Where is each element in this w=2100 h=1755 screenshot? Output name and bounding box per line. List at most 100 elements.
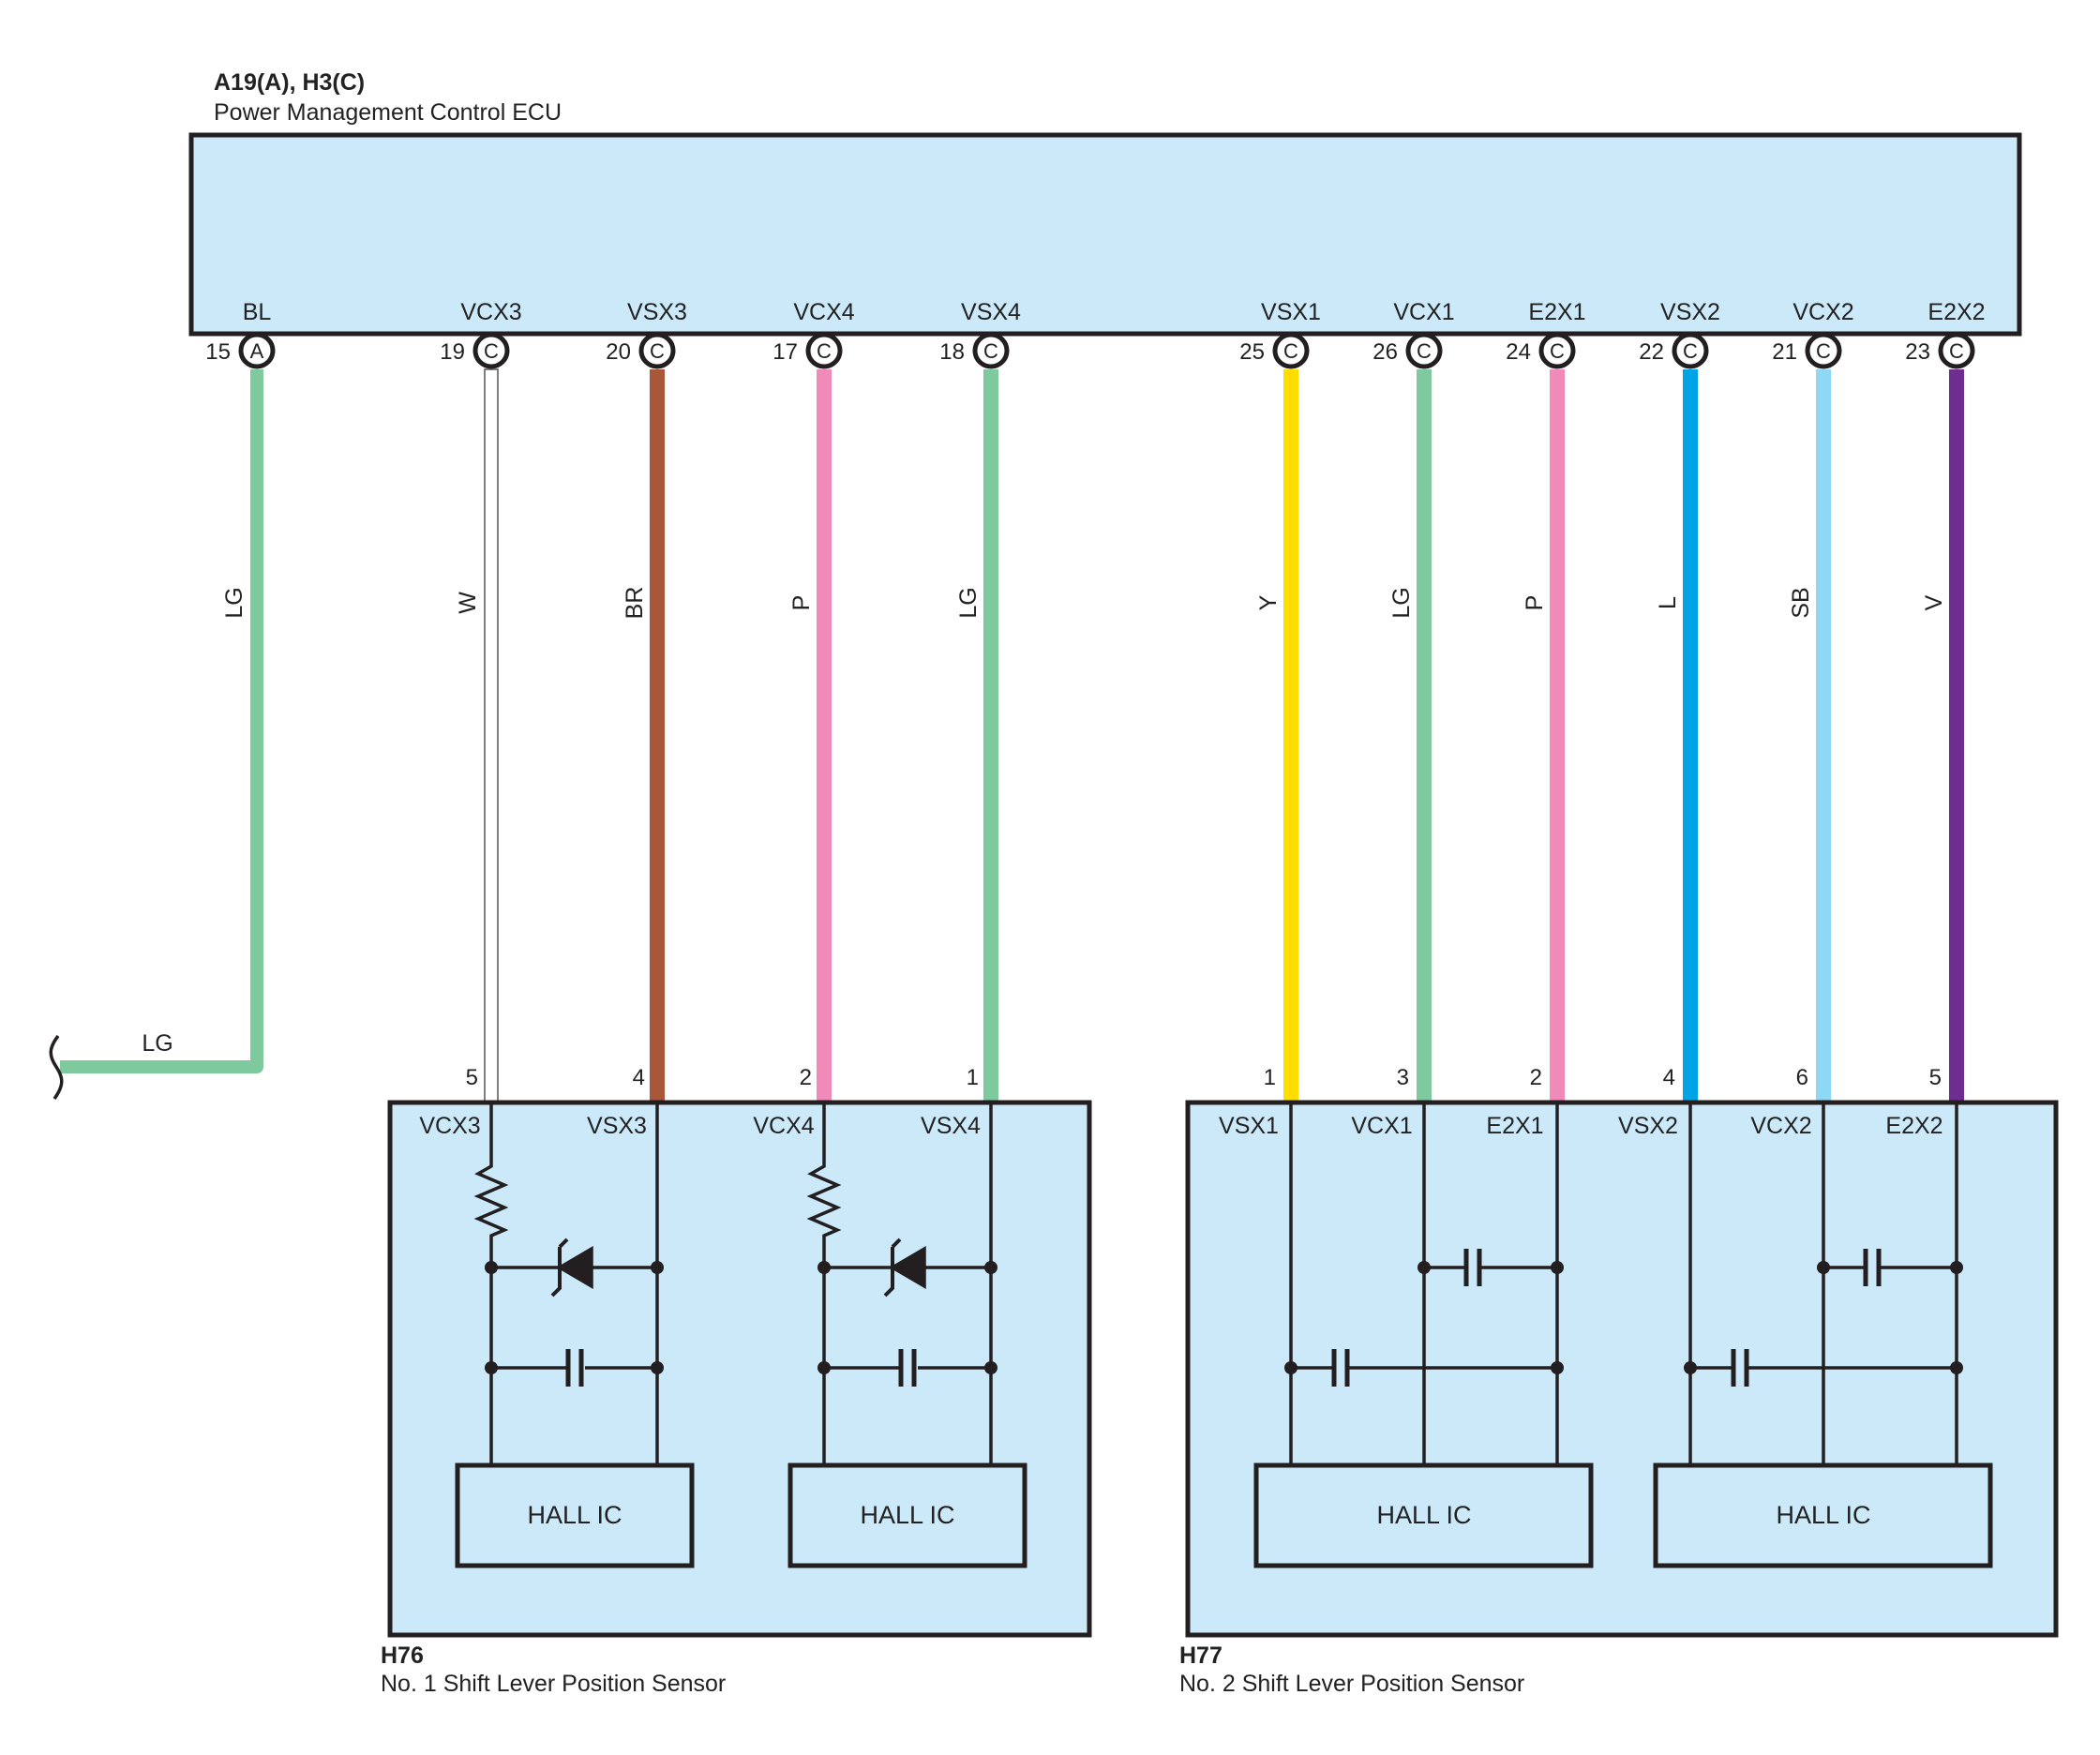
connector-letter: A <box>250 339 264 363</box>
connector-letter: C <box>817 339 832 363</box>
ecu-pin-number: 23 <box>1905 339 1930 365</box>
junction-dot <box>651 1361 664 1374</box>
connector-letter: C <box>1283 339 1298 363</box>
connector-letter: C <box>1683 339 1698 363</box>
h77-pin-label-vcx2: VCX2 <box>1750 1113 1811 1139</box>
wire-vcx3-w <box>484 368 499 1103</box>
resistor-icon <box>806 1102 842 1465</box>
ecu-pin-number: 15 <box>205 339 231 365</box>
ecu-pin-label-vcx3: VCX3 <box>460 299 521 325</box>
ecu-pin-number: 20 <box>606 339 631 365</box>
ecu-connector-e2x1: C 24 <box>1506 332 1576 369</box>
connector-letter: C <box>1417 339 1432 363</box>
wire-break-icon <box>49 1034 64 1101</box>
ecu-pin-number: 26 <box>1372 339 1398 365</box>
h76-pin-label-vsx3: VSX3 <box>587 1113 647 1139</box>
wire-color-label-vcx2: SB <box>1788 587 1814 618</box>
h76-pin-number: 5 <box>466 1065 478 1090</box>
ecu-pin-number: 24 <box>1506 339 1531 365</box>
wire-color-label-vcx1: LG <box>1388 587 1415 618</box>
ground-wire-label: LG <box>142 1030 172 1057</box>
ecu-code: A19(A), H3(C) <box>214 69 365 96</box>
wire-color-label-e2x2: V <box>1921 594 1947 610</box>
connector-letter: C <box>983 339 998 363</box>
h76-pin-number: 4 <box>633 1065 645 1090</box>
ecu-pin-label-vcx1: VCX1 <box>1393 299 1454 325</box>
h77-pin-label-vcx1: VCX1 <box>1351 1113 1412 1139</box>
ecu-connector-vcx1: C 26 <box>1372 332 1443 369</box>
ecu-pin-labels: BL VCX3 VSX3 VCX4 VSX4 VSX1 VCX1 E2X1 VS… <box>243 299 1986 325</box>
wires <box>60 368 1964 1103</box>
h77-pin-label-vsx1: VSX1 <box>1219 1113 1279 1139</box>
h77-pin-label-e2x1: E2X1 <box>1486 1113 1543 1139</box>
h76-code: H76 <box>381 1642 424 1669</box>
junction-dot <box>485 1261 498 1274</box>
ecu-pin-label-vsx4: VSX4 <box>961 299 1021 325</box>
h77-circuit-2 <box>1688 1102 1958 1465</box>
wire-color-label-e2x1: P <box>1522 595 1548 611</box>
ecu-pin-label-vcx2: VCX2 <box>1792 299 1853 325</box>
h77-pin-number: 6 <box>1796 1065 1808 1090</box>
wire-color-labels: LG W BR P LG Y LG P L SB V <box>221 587 1947 620</box>
hall-ic-label: HALL IC <box>860 1501 954 1529</box>
h77-pin-number: 4 <box>1663 1065 1675 1090</box>
ecu-pin-label-vsx1: VSX1 <box>1261 299 1321 325</box>
h77-pin-number: 1 <box>1264 1065 1276 1090</box>
ecu-pin-number: 22 <box>1639 339 1664 365</box>
wire-color-label-vsx1: Y <box>1255 594 1282 610</box>
junction-dot <box>1551 1361 1564 1374</box>
wire-color-label-vcx4: P <box>788 595 815 611</box>
ecu-connectors: A 15 C 19 C 20 C 17 C 18 C 25 <box>205 332 1975 369</box>
connector-letter: C <box>484 339 499 363</box>
wire-color-label-vsx3: BR <box>622 587 648 620</box>
hall-ic-label: HALL IC <box>1376 1501 1471 1529</box>
ecu-connector-vcx4: C 17 <box>772 332 843 369</box>
ecu-connector-vcx2: C 21 <box>1772 332 1842 369</box>
h77-pin-label-vsx2: VSX2 <box>1618 1113 1678 1139</box>
junction-dot <box>1684 1361 1697 1374</box>
junction-dot <box>984 1361 998 1374</box>
h76-pin-label-vcx3: VCX3 <box>419 1113 480 1139</box>
zener-diode-icon <box>889 1245 926 1290</box>
h77-pin-label-e2x2: E2X2 <box>1885 1113 1942 1139</box>
ecu-connector-vsx2: C 22 <box>1639 332 1709 369</box>
h76-hall-ic-2 <box>788 1462 1028 1568</box>
junction-dot <box>1284 1361 1298 1374</box>
junction-dot <box>1950 1261 1963 1274</box>
hall-ic-label: HALL IC <box>1776 1501 1870 1529</box>
wire-color-label-vcx3: W <box>455 592 481 614</box>
resistor-icon <box>473 1102 509 1465</box>
ecu-pin-number: 17 <box>772 339 798 365</box>
ecu-pin-label-vsx2: VSX2 <box>1660 299 1720 325</box>
zener-diode-icon <box>556 1245 593 1290</box>
h76-pin-number: 2 <box>800 1065 812 1090</box>
ecu-connector-vsx3: C 20 <box>606 332 676 369</box>
ecu-pin-label-e2x1: E2X1 <box>1528 299 1585 325</box>
ecu-connector-vsx4: C 18 <box>939 332 1010 369</box>
ecu-pin-label-bl: BL <box>243 299 272 325</box>
h77-circuit-1 <box>1289 1102 1559 1465</box>
junction-dot <box>818 1261 831 1274</box>
junction-dot <box>1551 1261 1564 1274</box>
ecu-pin-number: 19 <box>440 339 465 365</box>
junction-dot <box>984 1261 998 1274</box>
h77-code: H77 <box>1179 1642 1222 1669</box>
ecu-name: Power Management Control ECU <box>214 99 562 126</box>
h77-pin-number: 5 <box>1929 1065 1942 1090</box>
h76-circuit-1 <box>473 1102 659 1465</box>
ecu-connector-e2x2: C 23 <box>1905 332 1975 369</box>
junction-dot <box>1950 1361 1963 1374</box>
wire-color-label-bl: LG <box>221 587 248 618</box>
connector-letter: C <box>1816 339 1831 363</box>
junction-dot <box>1418 1261 1431 1274</box>
ecu-pin-number: 21 <box>1772 339 1797 365</box>
ecu-pin-label-vsx3: VSX3 <box>627 299 687 325</box>
h76-circuit-2 <box>806 1102 993 1465</box>
ecu-pin-number: 18 <box>939 339 965 365</box>
connector-letter: C <box>1550 339 1565 363</box>
wire-color-label-vsx2: L <box>1655 596 1681 609</box>
ecu-connector-bl: A 15 <box>205 332 276 369</box>
h77-hall-ic-1 <box>1253 1462 1594 1568</box>
ecu-pin-label-e2x2: E2X2 <box>1928 299 1985 325</box>
connector-letter: C <box>650 339 665 363</box>
